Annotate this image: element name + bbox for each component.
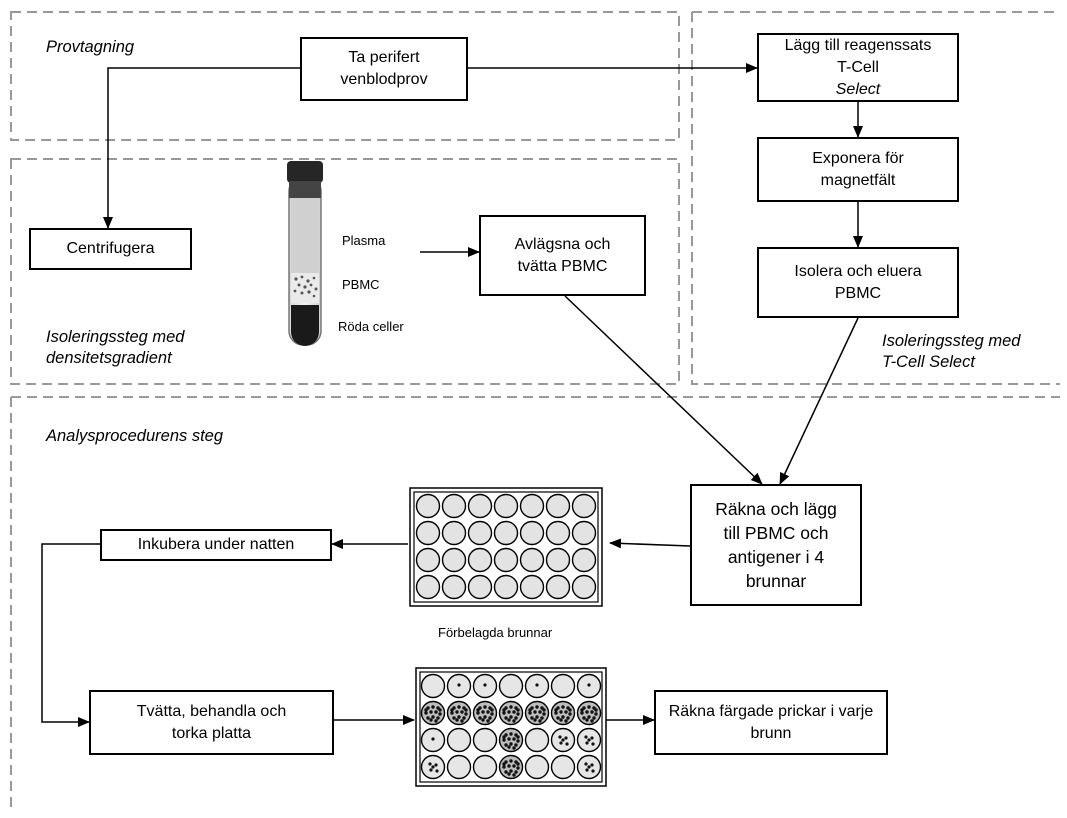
plate-well bbox=[519, 520, 545, 546]
arrow-count-to-plate bbox=[609, 538, 691, 549]
spot-well bbox=[524, 754, 550, 780]
plate-well bbox=[571, 493, 597, 519]
density-section-frame bbox=[10, 158, 680, 385]
plate-well bbox=[519, 574, 545, 600]
spot-well bbox=[576, 673, 602, 699]
spot-well bbox=[420, 673, 446, 699]
centrifuge-box: Centrifugera bbox=[29, 228, 192, 270]
plate-well bbox=[519, 493, 545, 519]
arrow-remove-to-count bbox=[564, 295, 763, 485]
analysis-section-label: Analysprocedurens steg bbox=[46, 427, 224, 445]
spot-well bbox=[576, 754, 602, 780]
spot-well bbox=[550, 727, 576, 753]
tube-label-pbmc: PBMC bbox=[342, 277, 380, 292]
spot-well bbox=[576, 727, 602, 753]
plate-well bbox=[467, 547, 493, 573]
plate-well bbox=[493, 520, 519, 546]
plate-well bbox=[441, 520, 467, 546]
spot-well bbox=[472, 673, 498, 699]
spot-well bbox=[524, 700, 550, 726]
plate-well bbox=[519, 547, 545, 573]
spot-result-plate bbox=[415, 667, 607, 787]
plate-well bbox=[545, 547, 571, 573]
plate-well bbox=[415, 574, 441, 600]
plate-well bbox=[571, 547, 597, 573]
sampling-section-frame bbox=[10, 11, 680, 141]
spot-well bbox=[446, 700, 472, 726]
add-reagent-box: Lägg till reagenssats T-Cell Select bbox=[757, 33, 959, 102]
plate-well bbox=[493, 547, 519, 573]
plate-well bbox=[441, 574, 467, 600]
incubate-box: Inkubera under natten bbox=[100, 529, 332, 561]
plate-well bbox=[441, 547, 467, 573]
spot-well bbox=[498, 727, 524, 753]
spot-well bbox=[498, 673, 524, 699]
spot-well bbox=[446, 673, 472, 699]
plate-well bbox=[441, 493, 467, 519]
plate-well bbox=[415, 493, 441, 519]
spot-well bbox=[550, 673, 576, 699]
plate-well bbox=[545, 574, 571, 600]
spot-well bbox=[472, 727, 498, 753]
tube-label-red-cells: Röda celler bbox=[338, 319, 404, 334]
density-section-label: Isoleringssteg med densitetsgradient bbox=[46, 328, 185, 367]
spot-well bbox=[498, 754, 524, 780]
spot-well bbox=[550, 700, 576, 726]
analysis-section-frame bbox=[10, 396, 1060, 812]
spot-well bbox=[524, 673, 550, 699]
spot-well bbox=[446, 754, 472, 780]
spot-well bbox=[420, 754, 446, 780]
plate-well bbox=[467, 493, 493, 519]
plate-well bbox=[415, 520, 441, 546]
precoated-well-plate bbox=[409, 487, 603, 607]
plate-caption: Förbelagda brunnar bbox=[438, 625, 553, 640]
arrow-sample-to-centrifuge bbox=[103, 67, 300, 229]
spot-well bbox=[498, 700, 524, 726]
plate-well bbox=[467, 574, 493, 600]
plate-well bbox=[467, 520, 493, 546]
plate-well bbox=[493, 493, 519, 519]
tcell-section-label: Isoleringssteg med T-Cell Select bbox=[882, 332, 1021, 371]
plate-well bbox=[571, 520, 597, 546]
plate-well bbox=[415, 547, 441, 573]
sampling-section-label: Provtagning bbox=[46, 38, 135, 56]
arrow-incubate-to-wash bbox=[41, 543, 100, 727]
plate-well bbox=[571, 574, 597, 600]
spot-well bbox=[550, 754, 576, 780]
tcell-section-frame bbox=[691, 11, 1060, 385]
spot-well bbox=[472, 700, 498, 726]
tube-label-plasma: Plasma bbox=[342, 233, 386, 248]
blood-tube-illustration bbox=[287, 161, 323, 346]
plate-well bbox=[545, 493, 571, 519]
spot-well bbox=[524, 727, 550, 753]
plate-well bbox=[545, 520, 571, 546]
spot-well bbox=[446, 727, 472, 753]
spot-well bbox=[472, 754, 498, 780]
spot-well bbox=[576, 700, 602, 726]
arrow-isolate-to-count bbox=[779, 317, 859, 485]
spot-well bbox=[420, 727, 446, 753]
plate-well bbox=[493, 574, 519, 600]
spot-well bbox=[420, 700, 446, 726]
